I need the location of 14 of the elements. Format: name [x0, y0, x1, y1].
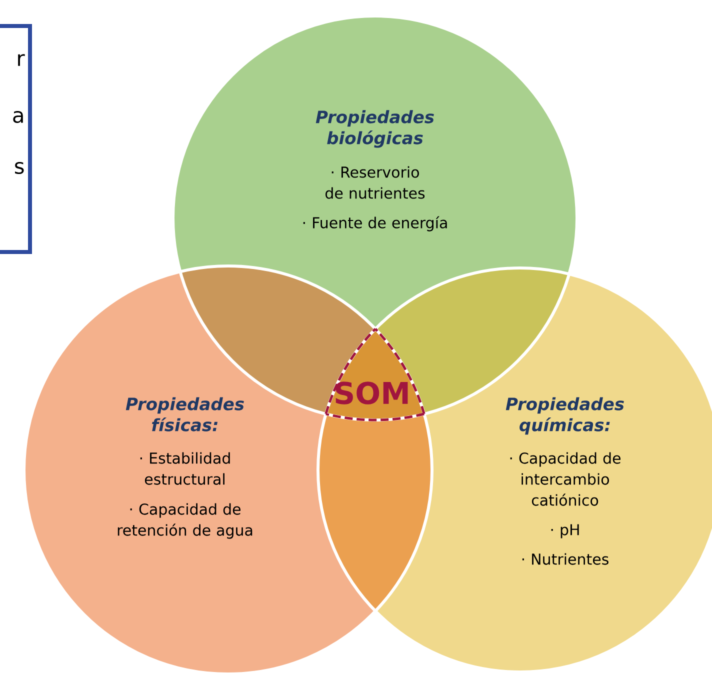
region-label: SOM — [336, 382, 408, 404]
heading: Propiedades biológicas — [316, 110, 434, 148]
letter: s — [15, 162, 24, 174]
heading: Propiedades químicas: — [506, 397, 624, 435]
bullet-text: · Capacidad de intercambio catiónico — [510, 452, 620, 506]
bullet-text: · Reservorio de nutrientes — [326, 166, 425, 199]
bullet-text: · Nutrientes — [522, 553, 608, 565]
bullet-text: · Fuente de energía — [303, 216, 447, 232]
bullet-text: · Estabilidad estructural — [140, 452, 230, 485]
letter: r — [18, 54, 25, 66]
heading: Propiedades físicas: — [126, 397, 244, 432]
bullet-text: · Capacidad de retención de agua — [118, 503, 252, 539]
bullet-text: · pH — [551, 524, 579, 538]
letter: a — [13, 110, 23, 124]
